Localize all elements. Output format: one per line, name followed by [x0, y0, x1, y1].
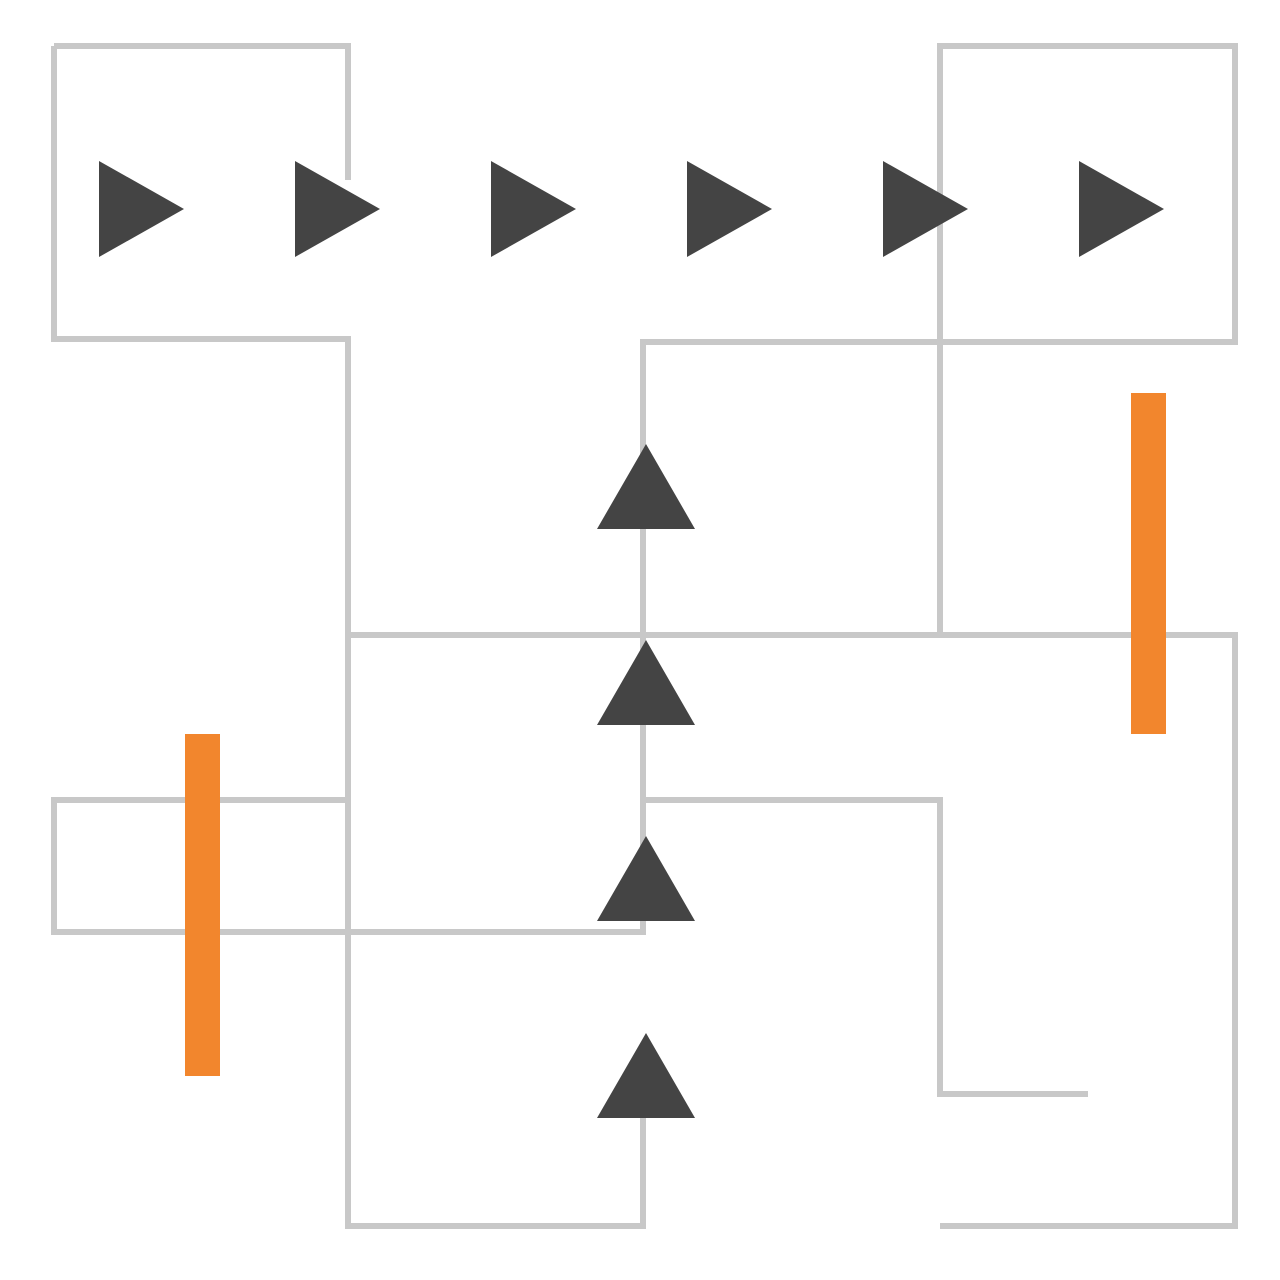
- arrow-right-icon[interactable]: [295, 161, 380, 257]
- arrows-layer: [99, 161, 1164, 1118]
- maze-path: [643, 797, 1088, 1097]
- arrow-up-icon[interactable]: [597, 1033, 695, 1118]
- maze-path: [640, 43, 1238, 932]
- bars-layer: [185, 393, 1166, 1076]
- arrow-up-icon[interactable]: [597, 640, 695, 725]
- orange-bar[interactable]: [185, 734, 220, 1076]
- arrow-right-icon[interactable]: [491, 161, 576, 257]
- arrow-right-icon[interactable]: [1079, 161, 1164, 257]
- arrow-right-icon[interactable]: [99, 161, 184, 257]
- orange-bar[interactable]: [1131, 393, 1166, 734]
- maze-path: [54, 43, 351, 180]
- maze-path: [345, 635, 646, 1229]
- arrow-up-icon[interactable]: [597, 444, 695, 529]
- arrow-right-icon[interactable]: [687, 161, 772, 257]
- arrow-up-icon[interactable]: [597, 836, 695, 921]
- maze-path: [348, 632, 1238, 1229]
- arrow-right-icon[interactable]: [883, 161, 968, 257]
